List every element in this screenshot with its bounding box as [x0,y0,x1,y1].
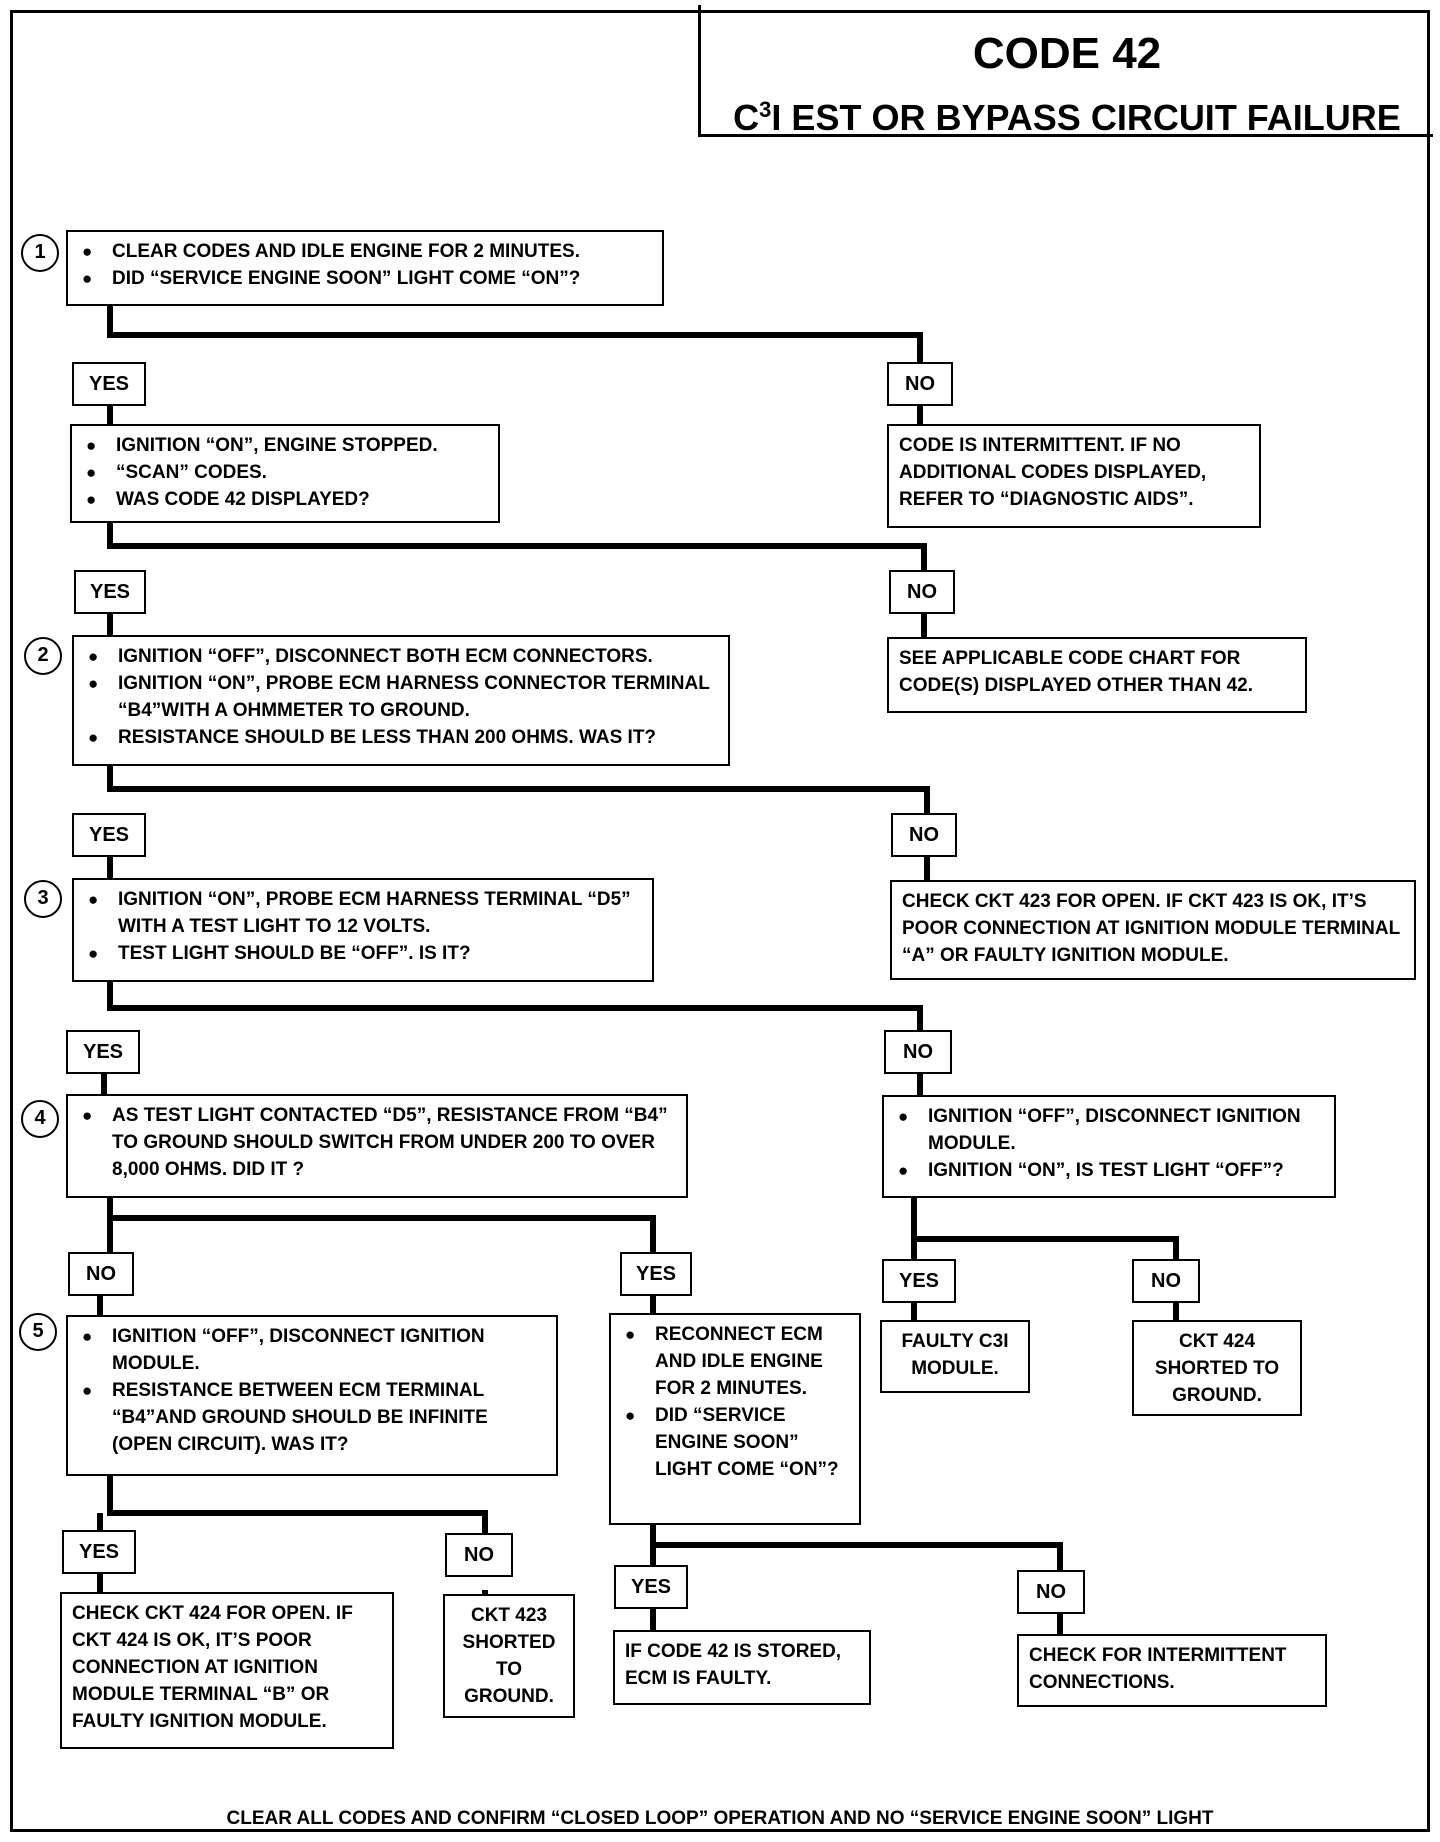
step-3-no-box: IGNITION “OFF”, DISCONNECT IGNITION MODU… [882,1095,1336,1198]
title-block: CODE 42 C3I EST OR BYPASS CIRCUIT FAILUR… [698,5,1433,138]
step-1y-no-box: SEE APPLICABLE CODE CHART FOR CODE(S) DI… [887,637,1307,713]
step-3n-yes-box: FAULTY C3I MODULE. [880,1320,1030,1393]
step-5-no-box: CKT 423 SHORTED TO GROUND. [443,1594,575,1718]
yes-label: YES [614,1565,688,1609]
yes-label: YES [620,1252,692,1296]
no-label: NO [889,570,955,614]
step-5-yes-box: CHECK CKT 424 FOR OPEN. IF CKT 424 IS OK… [60,1592,394,1749]
no-label: NO [884,1030,952,1074]
step-1-box: CLEAR CODES AND IDLE ENGINE FOR 2 MINUTE… [66,230,664,306]
step-number-2: 2 [24,637,62,675]
step-number-4: 4 [21,1100,59,1138]
yes-label: YES [74,570,146,614]
connector [107,1196,656,1255]
step-2-no-box: CHECK CKT 423 FOR OPEN. IF CKT 423 IS OK… [890,880,1416,980]
step-number-3: 3 [24,880,62,918]
step-3-box: IGNITION “ON”, PROBE ECM HARNESS TERMINA… [72,878,654,982]
connector [107,304,923,365]
no-label: NO [891,813,957,857]
step-3n-no-box: CKT 424 SHORTED TO GROUND. [1132,1320,1302,1416]
step-4y-no-box: CHECK FOR INTERMITTENT CONNECTIONS. [1017,1634,1327,1707]
step-4y-yes-box: IF CODE 42 IS STORED, ECM IS FAULTY. [613,1630,871,1705]
step-1-no-box: CODE IS INTERMITTENT. IF NO ADDITIONAL C… [887,424,1261,528]
no-label: NO [445,1533,513,1577]
step-number-5: 5 [19,1313,57,1351]
yes-label: YES [72,813,146,857]
chart-subtitle: C3I EST OR BYPASS CIRCUIT FAILURE [733,97,1401,138]
connector [107,763,930,816]
step-2-box: IGNITION “OFF”, DISCONNECT BOTH ECM CONN… [72,635,730,766]
step-4-yes-box: RECONNECT ECM AND IDLE ENGINE FOR 2 MINU… [609,1313,861,1525]
no-label: NO [1132,1259,1200,1303]
step-number-1: 1 [21,234,59,272]
step-4-box: AS TEST LIGHT CONTACTED “D5”, RESISTANCE… [66,1094,688,1198]
connector [911,1196,1179,1262]
yes-label: YES [72,362,146,406]
code-title: CODE 42 [972,29,1162,78]
step-1-yes-box: IGNITION “ON”, ENGINE STOPPED.“SCAN” COD… [70,424,500,523]
connector [107,520,927,573]
page-frame [10,10,1430,1832]
no-label: NO [1017,1570,1085,1614]
connector [650,1524,1063,1573]
yes-label: YES [62,1530,136,1574]
no-label: NO [887,362,953,406]
connector [107,1474,488,1550]
yes-label: YES [882,1259,956,1303]
footer-note: CLEAR ALL CODES AND CONFIRM “CLOSED LOOP… [226,1808,1214,1829]
no-label: NO [68,1252,134,1296]
yes-label: YES [66,1030,140,1074]
connector [107,980,923,1033]
step-5-box: IGNITION “OFF”, DISCONNECT IGNITION MODU… [66,1315,558,1476]
